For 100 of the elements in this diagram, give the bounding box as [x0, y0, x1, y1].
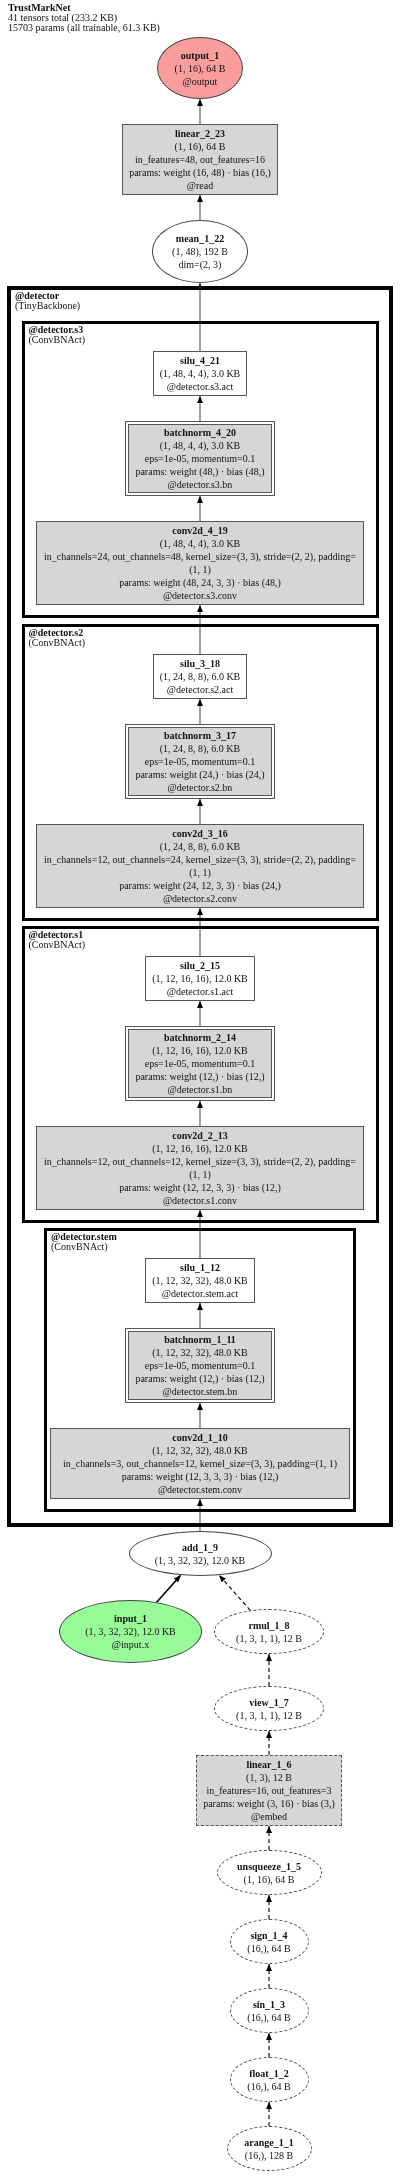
dashed-arrow: [266, 1730, 272, 1756]
layer-detail-text: eps=1e-05, momentum=0.1: [144, 755, 256, 768]
layer-detail-text: @detector.s2.bn: [167, 781, 233, 794]
layer-detail-text: params: weight (48,) · bias (48,): [135, 465, 265, 478]
module-frame: [21, 926, 379, 1223]
tensor-size-text: (1, 12, 16, 16), 12.0 KB: [152, 1142, 248, 1155]
arrow: [197, 1000, 203, 1027]
layer-name: linear_2_23: [175, 127, 225, 140]
module-class-text: (ConvBNAct): [51, 1242, 108, 1252]
layer-detail-text: @detector.s1.bn: [167, 1083, 233, 1096]
layer-name: silu_1_12: [180, 1261, 220, 1274]
layer-name: sign_1_4: [250, 1928, 288, 1942]
tensor-size-text: (1, 3, 32, 32), 12.0 KB: [154, 1553, 246, 1567]
dashed-arrow: [218, 1574, 251, 1611]
module-frame: [21, 321, 379, 618]
layer-name: output_1: [180, 48, 220, 62]
layer-name: float_1_2: [249, 2066, 289, 2080]
tensor-size-text: (16,), 128 B: [244, 2148, 294, 2162]
layer-detail-text: params: weight (12,) · bias (12,): [135, 1070, 265, 1083]
arrow: [155, 1574, 182, 1603]
module-class-text: (TinyBackbone): [15, 301, 81, 311]
layer-detail-text: eps=1e-05, momentum=0.1: [144, 1359, 256, 1372]
layer-detail-text: in_features=16, out_features=3: [206, 1784, 332, 1797]
layer-detail-text: @detector.s1.act: [166, 985, 234, 998]
layer-box: [125, 1328, 275, 1403]
dashed-arrow: [266, 1653, 272, 1687]
tensor-size-text: (1, 16), 64 B: [174, 140, 226, 153]
arrow: [197, 282, 203, 352]
tensor-size-text: (1, 12, 32, 32), 48.0 KB: [152, 1274, 248, 1287]
layer-detail-text: @detector.stem.act: [161, 1287, 239, 1300]
layer-box: [196, 1755, 342, 1826]
module-name: @detector.s2: [28, 628, 84, 638]
module-class-text: (ConvBNAct): [28, 335, 86, 345]
layer-name: conv2d_1_10: [172, 1431, 228, 1444]
tensor-size-text: (16,), 64 B: [247, 1941, 291, 1955]
layer-name: silu_2_15: [180, 959, 220, 972]
dashed-arrow: [266, 1963, 272, 1989]
tensor-size-text: (1, 3, 1, 1), 12 B: [236, 1708, 302, 1722]
layer-name: conv2d_3_16: [172, 827, 228, 840]
tensor-size-text: (1, 12, 16, 16), 12.0 KB: [152, 972, 248, 985]
tensor-size-text: (1, 48, 4, 4), 3.0 KB: [159, 367, 241, 380]
layer-detail-text: in_features=48, out_features=16: [134, 153, 266, 166]
layer-detail-text: @detector.s3.conv: [162, 589, 238, 602]
layer-name: rmul_1_8: [248, 1618, 290, 1632]
layer-detail-text: in_channels=3, out_channels=12, kernel_size=(3, 3), padding=(1, 1): [62, 1457, 338, 1470]
module-name: @detector.s3: [28, 325, 84, 335]
layer-name: view_1_7: [249, 1695, 289, 1709]
tensor-size-text: (1, 12, 32, 32), 48.0 KB: [152, 1346, 248, 1359]
layer-detail-text: params: weight (3, 16) · bias (3,): [203, 1797, 335, 1810]
tensor-size-text: (1, 3, 32, 32), 12.0 KB: [85, 1625, 176, 1638]
layer-name: batchnorm_4_20: [163, 426, 237, 439]
layer-box: [152, 351, 248, 396]
layer-box: [36, 521, 364, 605]
layer-detail-text: params: weight (12, 12, 3, 3) · bias (12,): [119, 1181, 281, 1194]
layer-name: silu_3_18: [180, 657, 220, 670]
diagram-title: TrustMarkNet: [8, 3, 72, 13]
layer-name: mean_1_22: [175, 232, 225, 245]
layer-detail-text: @detector.stem.conv: [157, 1483, 243, 1496]
arrow: [197, 98, 203, 125]
layer-detail-text: @read: [186, 179, 214, 192]
module-name: @detector: [15, 291, 60, 301]
layer-detail-text: @detector.s2.conv: [162, 892, 238, 905]
layer-name: conv2d_2_13: [172, 1129, 228, 1142]
layer-detail-text: in_channels=12, out_channels=24, kernel_size=(3, 3), stride=(2, 2), padding=(1, 1): [43, 853, 357, 879]
layer-detail-text: in_channels=12, out_channels=12, kernel_size=(3, 3), stride=(2, 2), padding=(1, 1): [43, 1155, 357, 1181]
layer-detail-text: @detector.s2.act: [166, 683, 234, 696]
layer-name: batchnorm_3_17: [163, 729, 237, 742]
tensor-size-text: (1, 24, 8, 8), 6.0 KB: [159, 670, 241, 683]
module-frame: [21, 624, 379, 921]
layer-box: [145, 1258, 255, 1303]
arrow: [197, 1209, 203, 1259]
arrow: [197, 907, 203, 957]
arrow: [197, 1100, 203, 1127]
tensor-size-text: (1, 24, 8, 8), 6.0 KB: [159, 742, 241, 755]
layer-name: batchnorm_1_11: [164, 1333, 236, 1346]
arrow: [197, 194, 203, 221]
tensor-size-text: (1, 16), 64 B: [243, 1872, 295, 1886]
module-frame: [7, 286, 393, 1527]
tensor-size-text: (1, 12, 32, 32), 48.0 KB: [152, 1444, 248, 1457]
dashed-arrow: [266, 1894, 272, 1920]
layer-detail-text: params: weight (12,) · bias (12,): [135, 1372, 265, 1385]
arrow: [197, 698, 203, 725]
tensor-size-text: (1, 48, 4, 4), 3.0 KB: [159, 537, 241, 550]
tensor-size-text: (1, 48, 4, 4), 3.0 KB: [159, 439, 241, 452]
arrow: [197, 495, 203, 522]
module-class-text: (ConvBNAct): [28, 638, 86, 648]
layer-box: [125, 724, 275, 799]
layer-name: input_1: [114, 1612, 147, 1625]
layer-detail-text: @detector.stem.bn: [162, 1385, 238, 1398]
layer-detail-text: params: weight (12, 3, 3, 3) · bias (12,): [121, 1470, 279, 1483]
stats-line: 41 tensors total (233.2 KB): [8, 13, 118, 23]
layer-name: arange_1_1: [244, 2135, 294, 2149]
arrow: [197, 395, 203, 422]
arrow: [197, 1402, 203, 1429]
layer-name: add_1_9: [181, 1540, 219, 1554]
tensor-size-text: (1, 3), 12 B: [246, 1771, 292, 1784]
layer-detail-text: params: weight (16, 48) · bias (16,): [129, 166, 271, 179]
arrow: [197, 1302, 203, 1329]
layer-detail-text: @detector.s1.conv: [162, 1194, 238, 1207]
layer-detail-text: @detector.s3.bn: [167, 478, 233, 491]
